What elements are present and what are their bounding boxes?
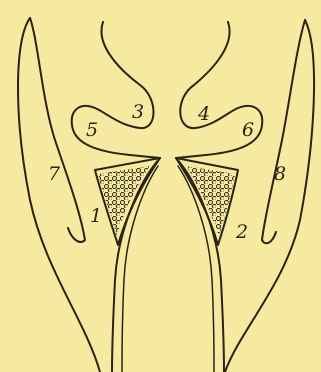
left-pouch xyxy=(72,22,160,158)
label-1: 1 xyxy=(90,205,102,227)
right-inner-wall xyxy=(262,20,305,243)
label-4: 4 xyxy=(197,103,210,125)
label-3: 3 xyxy=(132,101,144,123)
label-2: 2 xyxy=(235,221,248,243)
label-5: 5 xyxy=(86,119,98,141)
left-outer-curve xyxy=(18,18,100,372)
left-inner-wall xyxy=(30,18,85,242)
label-8: 8 xyxy=(274,163,286,185)
label-7: 7 xyxy=(48,163,61,185)
label-6: 6 xyxy=(242,119,254,141)
